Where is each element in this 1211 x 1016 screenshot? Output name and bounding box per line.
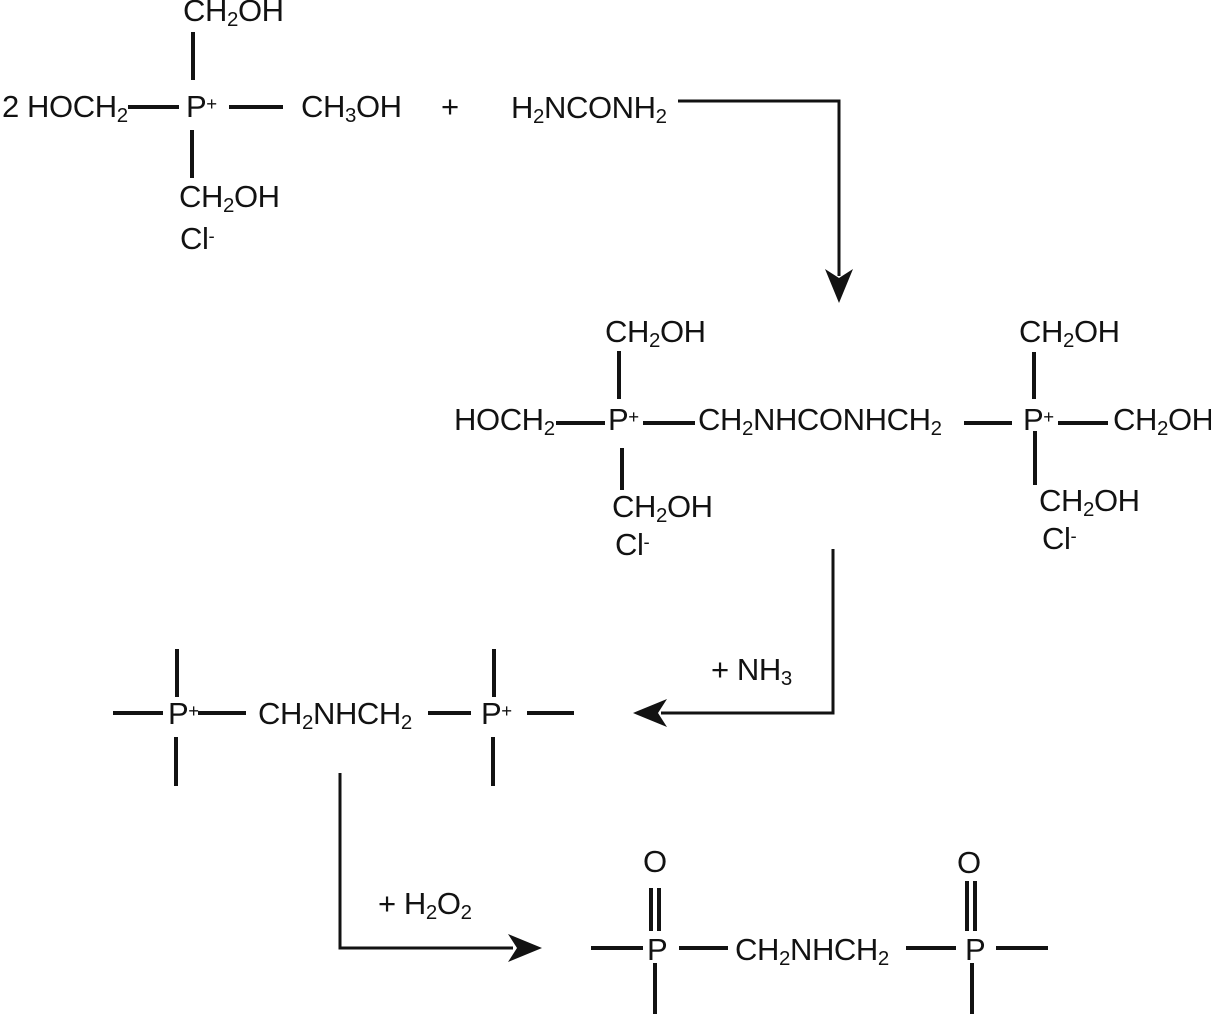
adduct-left-counterion-label: Cl- bbox=[615, 527, 650, 562]
reaction-arrow-peroxide-head bbox=[508, 934, 542, 962]
thpc-phosphorus-label: P+ bbox=[186, 89, 217, 124]
adduct-left-group-label: HOCH2 bbox=[454, 402, 555, 440]
thpc-left-group-label: 2 HOCH2 bbox=[2, 89, 128, 127]
thpc-top-group-label: CH2OH bbox=[183, 0, 284, 31]
adduct-right-phosphorus-label: P+ bbox=[1023, 402, 1054, 437]
oxid-right-oxygen-label: O bbox=[957, 845, 981, 880]
thpc-right-group-label: CH3OH bbox=[301, 89, 402, 127]
oxid-left-phosphorus-label: P bbox=[647, 932, 668, 967]
adduct-bridge-label: CH2NHCONHCH2 bbox=[698, 402, 942, 440]
cross-bridge-label: CH2NHCH2 bbox=[258, 696, 412, 734]
oxid-bridge-label: CH2NHCH2 bbox=[735, 932, 889, 970]
reaction-arrow-urea-line bbox=[678, 99, 841, 276]
cross-right-phosphorus-label: P+ bbox=[481, 696, 512, 731]
adduct-right-counterion-label: Cl- bbox=[1042, 521, 1077, 556]
adduct-left-phosphorus-label: P+ bbox=[608, 402, 639, 437]
peroxide-step-label: + H2O2 bbox=[378, 886, 472, 924]
plus-operator: + bbox=[441, 89, 459, 124]
adduct-right-top-group-label: CH2OH bbox=[1019, 314, 1120, 352]
oxid-left-oxygen-label: O bbox=[643, 844, 667, 879]
ammonia-step-label: + NH3 bbox=[711, 652, 792, 690]
thpc-counterion-label: Cl- bbox=[180, 221, 215, 256]
reaction-arrow-urea-head bbox=[825, 269, 853, 303]
cross-left-phosphorus-label: P+ bbox=[168, 696, 199, 731]
adduct-left-top-group-label: CH2OH bbox=[605, 314, 706, 352]
oxid-right-phosphorus-label: P bbox=[965, 932, 986, 967]
adduct-right-bottom-group-label: CH2OH bbox=[1039, 483, 1140, 521]
thpc-bottom-group-label: CH2OH bbox=[179, 179, 280, 217]
adduct-left-bottom-group-label: CH2OH bbox=[612, 489, 713, 527]
adduct-right-group-label: CH2OH bbox=[1113, 402, 1211, 440]
reaction-arrow-ammonia-head bbox=[633, 699, 667, 727]
urea-label: H2NCONH2 bbox=[511, 90, 667, 128]
